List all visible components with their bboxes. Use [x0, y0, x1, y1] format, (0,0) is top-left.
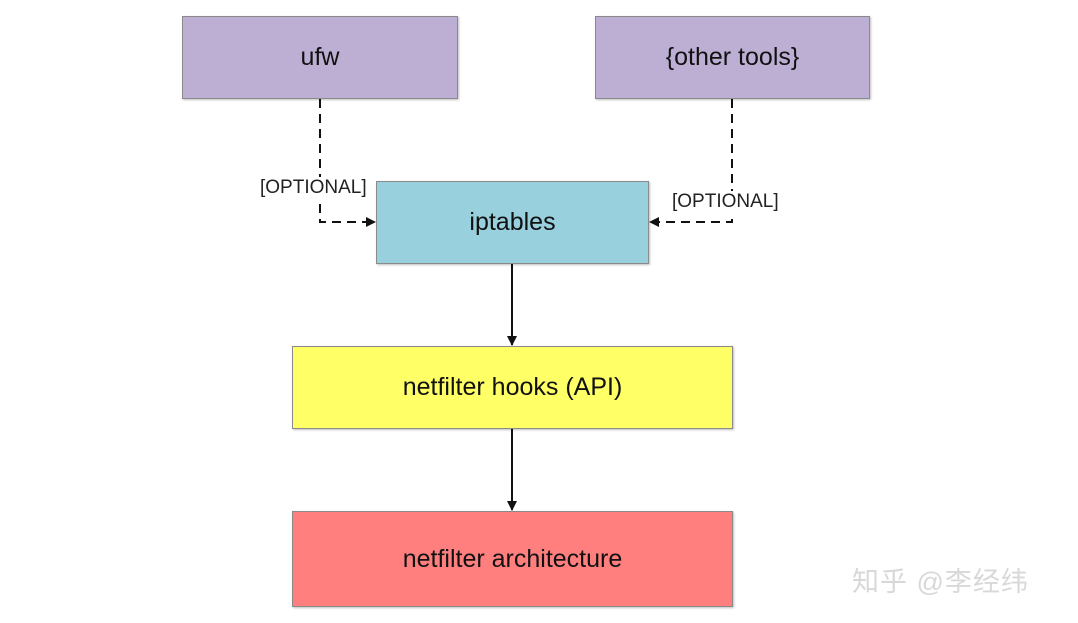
ufw-label: ufw	[300, 43, 340, 71]
netfilter-architecture-label: netfilter architecture	[402, 544, 623, 573]
ufw-node: ufw	[182, 16, 458, 99]
iptables-label: iptables	[469, 208, 556, 236]
netfilter-hooks-node: netfilter hooks (API)	[292, 346, 733, 429]
iptables-node: iptables	[376, 181, 649, 264]
edge-other-tools-to-iptables	[649, 99, 733, 227]
other-tools-node: {other tools}	[595, 16, 870, 99]
edge-label-ufw-optional: [OPTIONAL]	[259, 177, 368, 199]
netfilter-hooks-label: netfilter hooks (API)	[402, 373, 623, 401]
netfilter-architecture-node: netfilter architecture	[292, 511, 733, 607]
edge-ufw-to-iptables	[319, 99, 376, 227]
watermark: 知乎 @李经纬	[852, 567, 1029, 597]
edge-label-other-tools-optional: [OPTIONAL]	[671, 191, 780, 213]
other-tools-label: {other tools}	[665, 43, 800, 71]
